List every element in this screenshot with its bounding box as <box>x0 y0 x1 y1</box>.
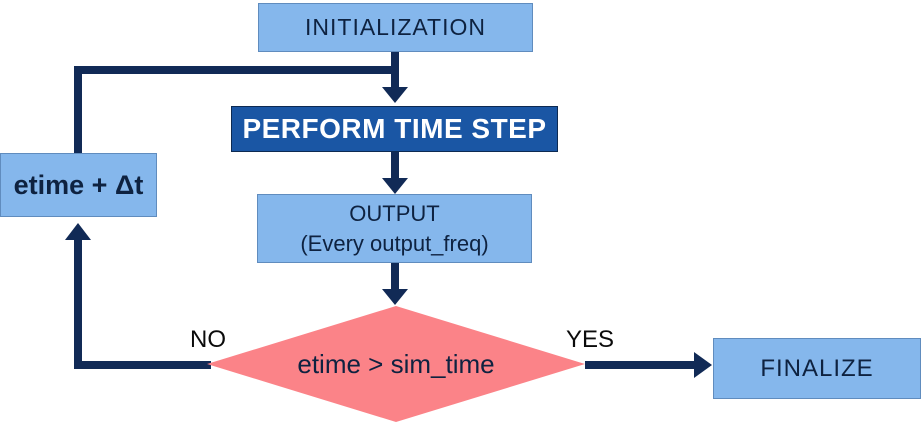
node-finalize-label: FINALIZE <box>760 354 874 382</box>
node-output-label: OUTPUT <box>349 200 440 226</box>
node-initialization: INITIALIZATION <box>258 3 533 52</box>
node-increment: etime + Δt <box>0 153 157 217</box>
connector-output-to-decision <box>391 263 399 290</box>
node-decision: etime > sim_time <box>207 306 585 422</box>
node-output: OUTPUT (Every output_freq) <box>257 194 532 263</box>
node-perform-time-step-label: PERFORM TIME STEP <box>242 113 547 144</box>
arrowhead-down-icon <box>382 87 408 103</box>
node-perform-time-step: PERFORM TIME STEP <box>231 106 558 152</box>
connector-yes-horizontal <box>585 361 695 369</box>
node-initialization-label: INITIALIZATION <box>305 14 486 40</box>
node-output-sublabel: (Every output_freq) <box>300 230 489 256</box>
connector-perform-to-output <box>391 152 399 179</box>
edge-label-yes: YES <box>566 326 615 353</box>
edge-label-no: NO <box>190 326 226 353</box>
arrowhead-down-icon <box>382 289 408 305</box>
node-finalize: FINALIZE <box>713 338 921 399</box>
node-increment-label: etime + Δt <box>13 169 144 200</box>
decision-diamond-shape <box>207 306 585 422</box>
connector-feedback-top <box>74 66 399 74</box>
connector-no-horizontal <box>74 361 211 369</box>
arrowhead-down-icon <box>382 178 408 194</box>
connector-feedback-left <box>74 66 82 154</box>
arrowhead-right-icon <box>694 352 712 378</box>
connector-no-vertical <box>74 240 82 369</box>
arrowhead-up-icon <box>65 223 91 240</box>
node-decision-label: etime > sim_time <box>297 348 495 379</box>
